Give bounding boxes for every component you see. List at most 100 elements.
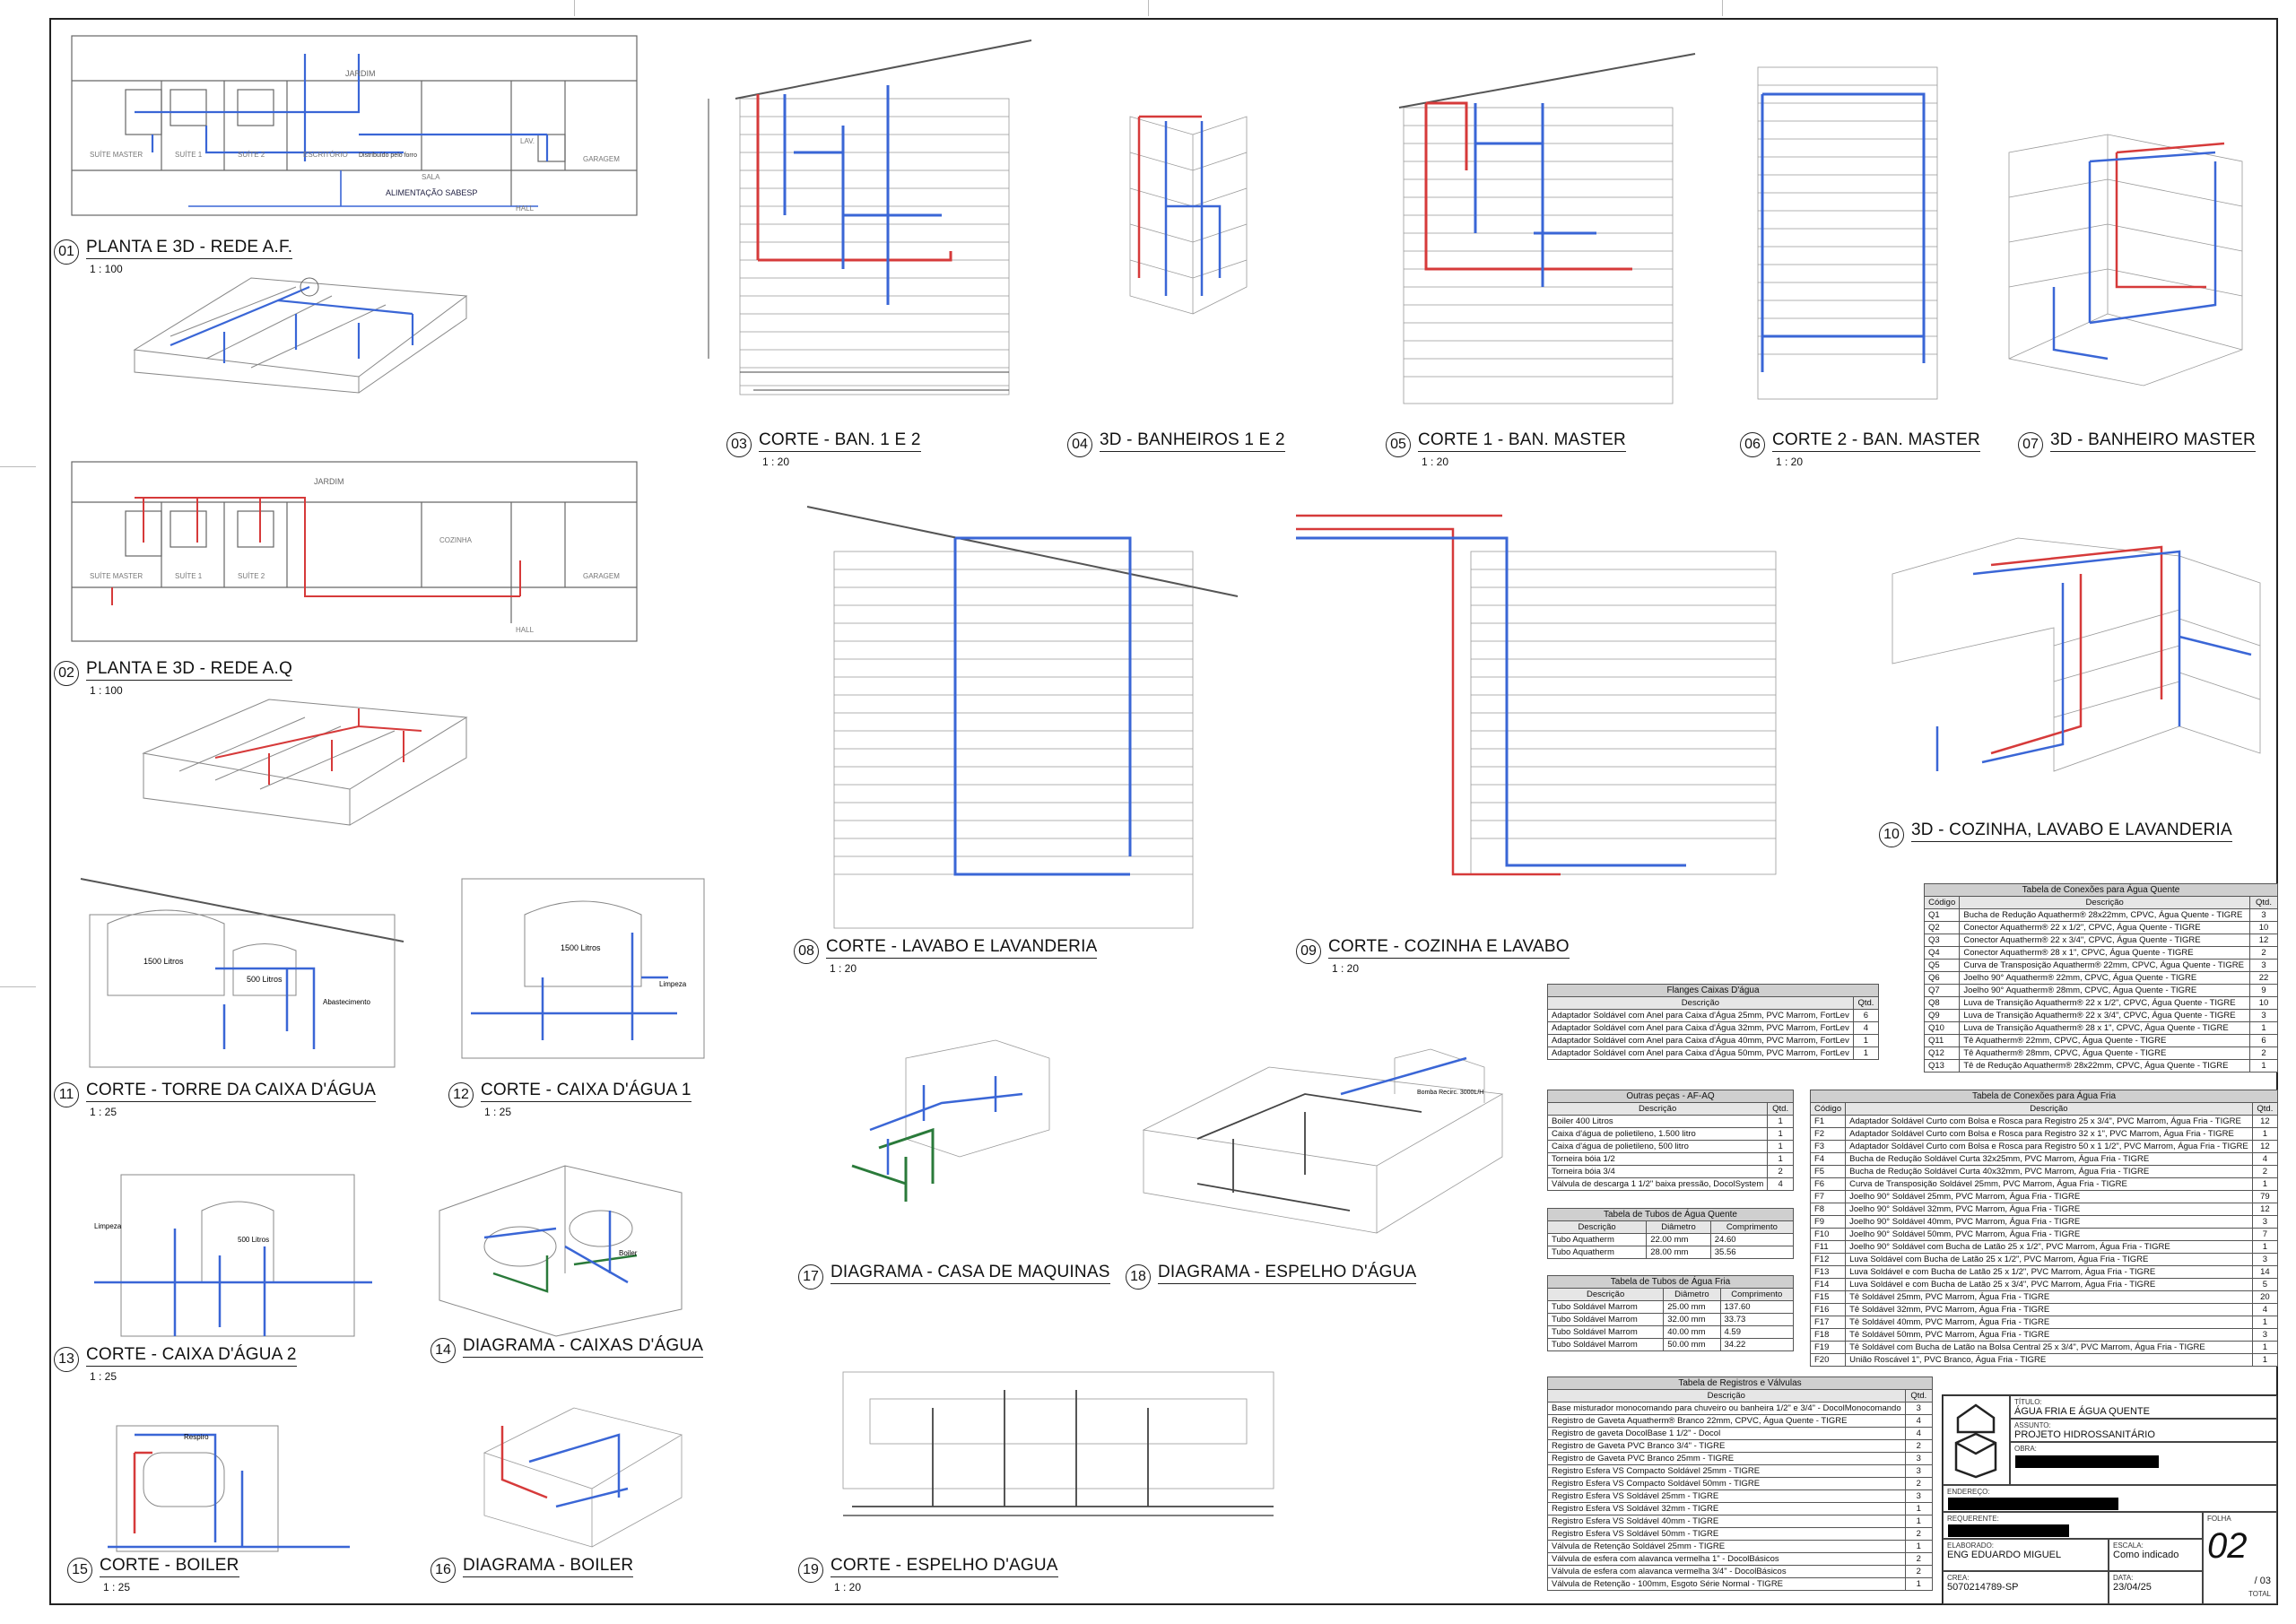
view-label-01: 01 PLANTA E 3D - REDE A.F.1 : 100 [54, 238, 293, 275]
view-title: CORTE - CAIXA D'ÁGUA 1 [481, 1081, 691, 1102]
room-label: HALL [516, 626, 535, 634]
room-label: JARDIM [345, 69, 376, 78]
view-scale: 1 : 20 [1332, 962, 1360, 975]
table-row: Adaptador Soldável com Anel para Caixa d… [1547, 1034, 1880, 1047]
section-master-bath-1 [1398, 53, 1696, 404]
table-row: Registro de Gaveta PVC Branco 25mm - TIG… [1547, 1452, 1934, 1465]
table-cell: 3 [2251, 1215, 2279, 1229]
view-title: CORTE - TORRE DA CAIXA D'ÁGUA [86, 1081, 377, 1102]
table-cell: Tubo Soldável Marrom [1546, 1313, 1665, 1326]
table-cell: Joelho 90° Soldável 40mm, PVC Marrom, Ág… [1845, 1215, 2253, 1229]
table-cell: 1 [2249, 1021, 2278, 1035]
table-cell: F15 [1809, 1290, 1847, 1304]
table-cell: F20 [1809, 1353, 1847, 1367]
view-title: 3D - BANHEIRO MASTER [2050, 430, 2256, 452]
table-cell: F16 [1809, 1303, 1847, 1316]
table-cell: Luva Soldável com Bucha de Latão 25 x 1/… [1845, 1253, 2253, 1266]
table-cell: Válvula de esfera com alavanca vermelha … [1547, 1565, 1906, 1578]
table-cell: 9 [2249, 984, 2278, 997]
iso-kitchen-lavatory-laundry [1892, 537, 2261, 772]
table-caption: Outras peças - AF-AQ [1547, 1090, 1794, 1103]
table-cell: 2 [1904, 1477, 1934, 1490]
table-cell: 6 [1852, 1009, 1880, 1022]
table-cell: Válvula de descarga 1 1/2" baixa pressão… [1546, 1177, 1769, 1191]
room-label: SUÍTE 2 [238, 151, 265, 159]
table-cell: Luva de Transição Aquatherm® 22 x 3/4", … [1959, 1009, 2250, 1022]
title-block: TÍTULO:ÁGUA FRIA E ÁGUA QUENTE ASSUNTO:P… [1942, 1394, 2278, 1605]
table-cell: 2 [1904, 1527, 1934, 1541]
view-title: CORTE 2 - BAN. MASTER [1772, 430, 1980, 452]
table-cell: F5 [1809, 1165, 1847, 1178]
table-cell: Tubo Soldável Marrom [1546, 1325, 1665, 1339]
column-header: Comprimento [1709, 1220, 1795, 1234]
view-title: CORTE - COZINHA E LAVABO [1328, 937, 1570, 959]
view-title: DIAGRAMA - CAIXAS D'ÁGUA [463, 1336, 704, 1358]
table-cell: Adaptador Soldável Curto com Bolsa e Ros… [1845, 1127, 2253, 1141]
table-cell: 6 [2249, 1034, 2278, 1047]
table-cell: 22 [2249, 971, 2278, 985]
section-water-tower: 1500 Litros 500 Litros Abastecimento [80, 878, 404, 1068]
table-cell: 2 [2251, 1165, 2279, 1178]
table-cell: Q11 [1923, 1034, 1961, 1047]
table-cell: 4 [1904, 1414, 1934, 1428]
table-cell: 32.00 mm [1663, 1313, 1721, 1326]
view-number: 08 [794, 939, 819, 964]
section-water-tank-2: 500 Litros Limpeza [94, 1174, 372, 1337]
requester-field: REQUERENTE: [1943, 1512, 2203, 1539]
table-cell: Tubo Aquatherm [1546, 1233, 1648, 1246]
table-cell: F8 [1809, 1203, 1847, 1216]
table-cell: 3 [2249, 1009, 2278, 1022]
table-cell: 3 [1904, 1402, 1934, 1415]
table-cell: Registro de Gaveta Aquatherm® Branco 22m… [1547, 1414, 1906, 1428]
view-scale: 1 : 25 [103, 1581, 131, 1594]
view-scale: 1 : 20 [1422, 456, 1449, 468]
view-title: DIAGRAMA - CASA DE MAQUINAS [831, 1263, 1110, 1284]
view-number: 13 [54, 1347, 79, 1372]
table-cell: F9 [1809, 1215, 1847, 1229]
table-cell: 1 [1767, 1115, 1794, 1128]
table-row: Registro de gaveta DocolBase 1 1/2" - Do… [1547, 1427, 1934, 1440]
table-cell: 3 [2249, 908, 2278, 922]
table-cell: 4 [1904, 1427, 1934, 1440]
table-cell: Q5 [1923, 959, 1961, 972]
room-label: GARAGEM [583, 572, 620, 580]
table-cell: 137.60 [1719, 1300, 1794, 1314]
table-row: Caixa d'água de polietileno, 1.500 litro… [1546, 1127, 1794, 1141]
view-title: DIAGRAMA - ESPELHO D'ÁGUA [1158, 1263, 1417, 1284]
table-caption: Tabela de Registros e Válvulas [1547, 1376, 1933, 1390]
column-header: Diâmetro [1663, 1288, 1721, 1301]
table-cell: Curva de Transposição Aquatherm® 22mm, C… [1959, 959, 2250, 972]
table-cell: 1 [2251, 1316, 2279, 1329]
table-cell: 4 [1767, 1177, 1794, 1191]
column-header: Código [1923, 896, 1961, 909]
table-cell: 2 [1904, 1565, 1934, 1578]
view-title: CORTE - BAN. 1 E 2 [759, 430, 921, 452]
table-cell: 1 [1767, 1127, 1794, 1141]
supply-label: ALIMENTAÇÃO SABESP [386, 188, 477, 197]
margin-tick [0, 986, 36, 987]
table-cell: 35.56 [1709, 1246, 1795, 1259]
section-water-mirror [842, 1371, 1274, 1516]
table-cell: Joelho 90° Soldável 32mm, PVC Marrom, Ág… [1845, 1203, 2253, 1216]
drawing-sheet [49, 18, 2278, 1605]
table-row: Registro Esfera VS Compacto Soldável 25m… [1547, 1464, 1934, 1478]
